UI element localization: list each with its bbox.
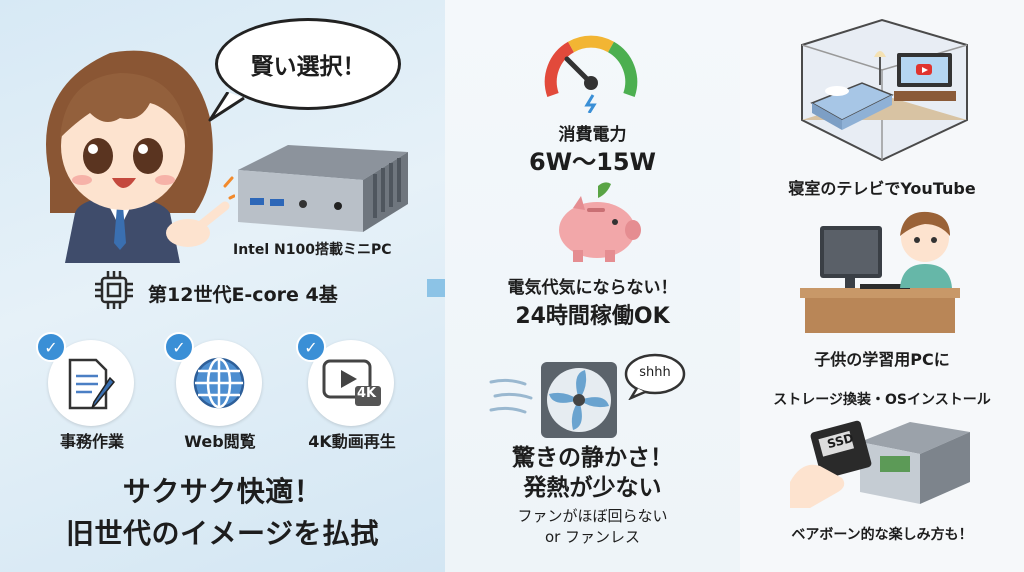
power-label: 消費電力: [558, 125, 627, 145]
girl-illustration: [46, 50, 235, 263]
feature-label-office: 事務作業: [59, 432, 124, 451]
bedroom-caption: 寝室のテレビでYouTube: [788, 179, 976, 198]
cpu-chip-icon: [95, 271, 133, 309]
check-icon: ✓: [296, 332, 326, 362]
minipc-caption: Intel N100搭載ミニPC: [233, 242, 392, 258]
speech-bubble: 賢い選択！: [215, 18, 401, 110]
video-4k-badge: 4K: [357, 386, 377, 401]
gauge-icon: [544, 35, 638, 113]
piggy-bank-icon: [559, 182, 641, 262]
headline-line-2: 旧世代のイメージを払拭: [66, 517, 379, 550]
kid-desk-illustration: [800, 211, 960, 333]
shhh-text: shhh: [639, 365, 671, 380]
check-icon: ✓: [36, 332, 66, 362]
document-pen-icon: [68, 358, 116, 410]
ssd-install-illustration: [790, 420, 970, 508]
cpu-text: 第12世代E-core 4基: [148, 284, 338, 306]
cost-line-1: 電気代気にならない！: [507, 278, 678, 298]
globe-icon: [193, 357, 245, 409]
barebone-caption: ベアボーン的な楽しみ方も！: [791, 527, 973, 543]
bubble-tail-shape: [208, 92, 245, 122]
power-value: 6W～15W: [528, 148, 657, 176]
quiet-line-1: 驚きの静かさ！: [512, 445, 673, 471]
storage-caption: ストレージ換装・OSインストール: [773, 392, 991, 408]
headline-line-1: サクサク快適！: [122, 475, 323, 508]
mini-pc-icon: [238, 145, 408, 232]
quiet-line-2: 発熱が少ない: [523, 475, 662, 501]
left-panel: 賢い選択！ Intel N100搭載ミニPC 第12世代E-core 4基: [0, 0, 445, 572]
check-icon: ✓: [164, 332, 194, 362]
cost-line-2: 24時間稼働OK: [515, 304, 670, 329]
middle-panel: 消費電力 6W～15W 電気代気にならない！ 24時間稼働OK shhh 驚きの…: [445, 0, 740, 572]
right-panel: 寝室のテレビでYouTube 子供の学習用PCに ストレージ換装・OSインストー…: [740, 0, 1024, 572]
shhh-bubble-shape: [624, 353, 686, 400]
video-4k-icon: [322, 359, 381, 406]
bedroom-tv-illustration: [801, 18, 968, 162]
quiet-fan-icon: [489, 362, 617, 438]
fan-line-2: or ファンレス: [544, 528, 641, 546]
feature-label-video: 4K動画再生: [308, 432, 396, 451]
kids-caption: 子供の学習用PCに: [814, 350, 950, 369]
feature-label-web: Web閲覧: [184, 432, 256, 451]
fan-line-1: ファンがほぼ回らない: [517, 507, 668, 525]
